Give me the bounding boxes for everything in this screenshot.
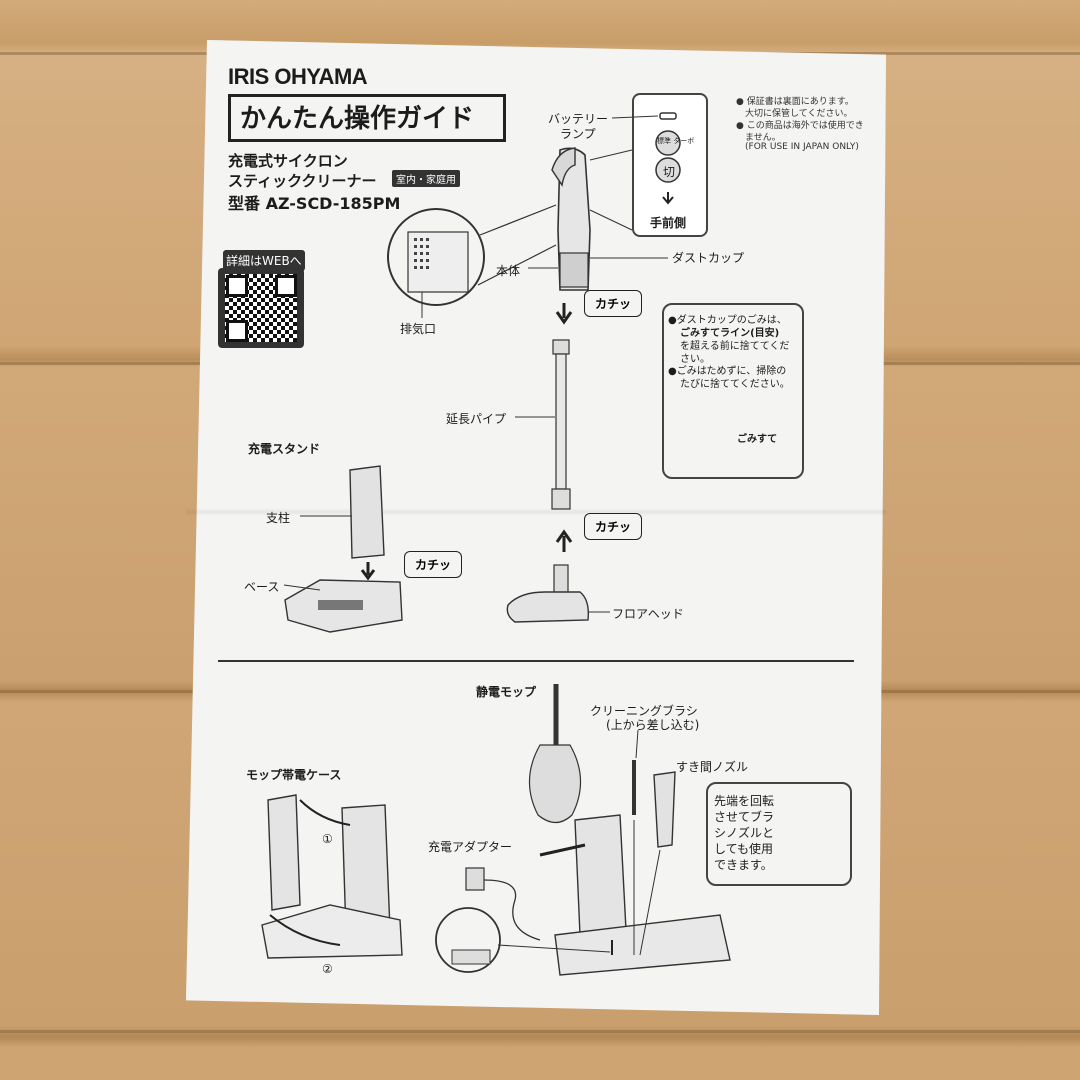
front-side-label: 手前側 bbox=[650, 216, 687, 230]
dust-note-line: ごみすてライン(目安) bbox=[680, 328, 780, 339]
charge-adapter-label: 充電アダプター bbox=[428, 840, 513, 854]
dust-note-line: ●ごみはためずに、掃除の bbox=[668, 366, 787, 377]
product-name-line1: 充電式サイクロン bbox=[228, 152, 348, 170]
product-name-line2: スティッククリーナー bbox=[228, 172, 377, 190]
title-frame bbox=[228, 94, 506, 142]
dust-note-line: を超える前に捨ててくだ bbox=[680, 341, 790, 352]
note-warranty: ● 保証書は裏面にあります。 bbox=[736, 97, 854, 107]
crevice-nozzle-label: すき間ノズル bbox=[676, 760, 749, 774]
fold-crease bbox=[186, 508, 886, 516]
guide-title: かんたん操作ガイド bbox=[240, 104, 475, 134]
model-number: 型番 AZ-SCD-185PM bbox=[228, 194, 401, 213]
turbo-button-icon bbox=[655, 130, 681, 156]
note-japan-only: (FOR USE IN JAPAN ONLY) bbox=[745, 142, 859, 152]
arrow-down-icon bbox=[662, 192, 674, 205]
click-label: カチッ bbox=[415, 558, 452, 572]
floor-head-icon bbox=[506, 591, 590, 623]
turbo-button-label: 標準 ターボ bbox=[657, 137, 695, 145]
web-badge: 詳細はWEBへ bbox=[223, 250, 305, 271]
crevice-nozzle-icon bbox=[653, 771, 676, 848]
dust-note-line: ●ダストカップのごみは、 bbox=[668, 315, 787, 326]
cleaning-brush-note: (上から差し込む) bbox=[606, 718, 700, 732]
nozzle-note-line: 先端を回転 bbox=[714, 794, 775, 808]
static-mop-label: 静電モップ bbox=[476, 685, 537, 699]
body-label: 本体 bbox=[496, 264, 521, 278]
static-mop-icon bbox=[528, 744, 582, 824]
extension-pipe-icon bbox=[555, 353, 567, 490]
pillar-label: 支柱 bbox=[266, 511, 291, 525]
step-2-marker: ② bbox=[322, 962, 333, 976]
dust-cup-icon bbox=[559, 252, 589, 288]
mop-case-cover-icon bbox=[267, 794, 301, 911]
battery-lamp-label-2: ランプ bbox=[560, 127, 596, 141]
nozzle-note-line: できます。 bbox=[714, 858, 773, 872]
brand-logo: IRIS OHYAMA bbox=[228, 64, 368, 89]
nozzle-note-line: しても使用 bbox=[714, 842, 774, 856]
click-label: カチッ bbox=[595, 520, 632, 534]
nozzle-note-line: させてブラ bbox=[714, 810, 775, 824]
click-callout: カチッ bbox=[584, 290, 643, 317]
dust-note-line: たびに捨ててください。 bbox=[680, 379, 790, 390]
mop-case-label: モップ帯電ケース bbox=[246, 768, 342, 782]
qr-eye bbox=[275, 275, 297, 297]
qr-eye bbox=[226, 320, 248, 342]
battery-lamp-label-1: バッテリー bbox=[548, 112, 609, 126]
nozzle-note-line: シノズルと bbox=[714, 826, 775, 840]
plank-seam bbox=[0, 1030, 1080, 1033]
step-1-marker: ① bbox=[322, 832, 333, 846]
off-button-label: 切 bbox=[663, 165, 676, 179]
stand-pillar-icon bbox=[349, 465, 385, 559]
note-overseas-2: ません。 bbox=[745, 133, 781, 143]
click-label: カチッ bbox=[595, 297, 632, 311]
note-warranty-2: 大切に保管してください。 bbox=[745, 109, 853, 119]
nozzle-note bbox=[706, 782, 852, 886]
dust-cup-label: ダストカップ bbox=[672, 251, 745, 265]
note-overseas: ● この商品は海外では使用でき bbox=[736, 121, 864, 131]
extension-pipe-label: 延長パイプ bbox=[446, 412, 507, 426]
floor-head-label: フロアヘッド bbox=[612, 607, 684, 621]
arrow-down-icon bbox=[555, 303, 573, 325]
base-label: ベース bbox=[244, 580, 280, 594]
exhaust-label: 排気口 bbox=[400, 322, 437, 336]
battery-lamp-icon bbox=[659, 112, 677, 120]
qr-eye bbox=[226, 275, 248, 297]
click-callout: カチッ bbox=[404, 551, 463, 578]
cleaning-brush-label: クリーニングブラシ bbox=[590, 704, 698, 718]
dust-note-line: さい。 bbox=[680, 354, 710, 365]
arrow-down-icon bbox=[360, 562, 376, 581]
arrow-right-icon bbox=[539, 843, 586, 857]
dust-cup-note bbox=[662, 303, 804, 479]
gomisute-label: ごみすて bbox=[737, 434, 778, 445]
section-divider bbox=[218, 660, 854, 662]
arrow-up-icon bbox=[555, 529, 573, 552]
charge-stand-label: 充電スタンド bbox=[248, 442, 321, 456]
adapter-icon bbox=[465, 867, 485, 891]
click-callout: カチッ bbox=[584, 513, 643, 540]
usage-badge: 室内・家庭用 bbox=[392, 170, 460, 187]
off-button-icon bbox=[655, 157, 681, 183]
